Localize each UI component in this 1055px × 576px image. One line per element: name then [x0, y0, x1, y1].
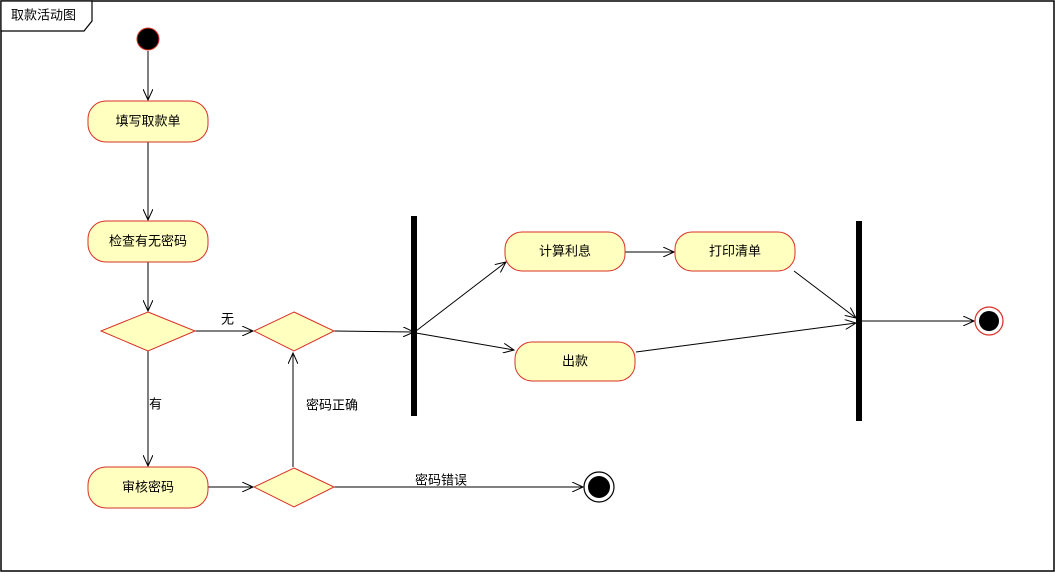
- edge-label-no: 无: [221, 313, 234, 328]
- action-print-statement[interactable]: 打印清单: [674, 231, 796, 272]
- decision-has-password[interactable]: [99, 311, 197, 352]
- fork-bar[interactable]: [411, 216, 417, 416]
- edge-label-password-wrong: 密码错误: [415, 473, 467, 489]
- action-dispense[interactable]: 出款: [514, 341, 636, 382]
- edge-label-password-correct: 密码正确: [306, 398, 358, 414]
- action-verify-password-label: 审核密码: [122, 480, 174, 496]
- action-check-password[interactable]: 检查有无密码: [87, 220, 209, 263]
- merge-node[interactable]: [252, 311, 336, 352]
- edge-merge-to-fork: [333, 331, 414, 332]
- action-dispense-label: 出款: [562, 355, 588, 370]
- edge-dispense-to-join: [635, 323, 856, 353]
- edge-fork-to-calc: [415, 262, 506, 332]
- action-calc-interest[interactable]: 计算利息: [504, 231, 626, 272]
- action-check-password-label: 检查有无密码: [109, 234, 187, 250]
- join-bar[interactable]: [856, 221, 862, 421]
- action-verify-password[interactable]: 审核密码: [87, 466, 209, 509]
- final-node-success: [974, 306, 1004, 336]
- edge-print-to-join: [793, 270, 856, 318]
- frame-title: 取款活动图: [11, 9, 76, 24]
- decision-password-valid[interactable]: [252, 467, 336, 508]
- final-node-failure: [583, 471, 615, 503]
- edge-label-yes: 有: [149, 398, 162, 413]
- edge-fork-to-dispense: [415, 332, 514, 350]
- edges: [148, 51, 974, 487]
- action-print-statement-label: 打印清单: [709, 245, 761, 260]
- frame-title-tab: [0, 0, 93, 32]
- action-fill-form-label: 填写取款单: [115, 115, 180, 130]
- action-fill-form[interactable]: 填写取款单: [87, 100, 209, 143]
- initial-node: [136, 27, 160, 51]
- action-calc-interest-label: 计算利息: [539, 244, 591, 260]
